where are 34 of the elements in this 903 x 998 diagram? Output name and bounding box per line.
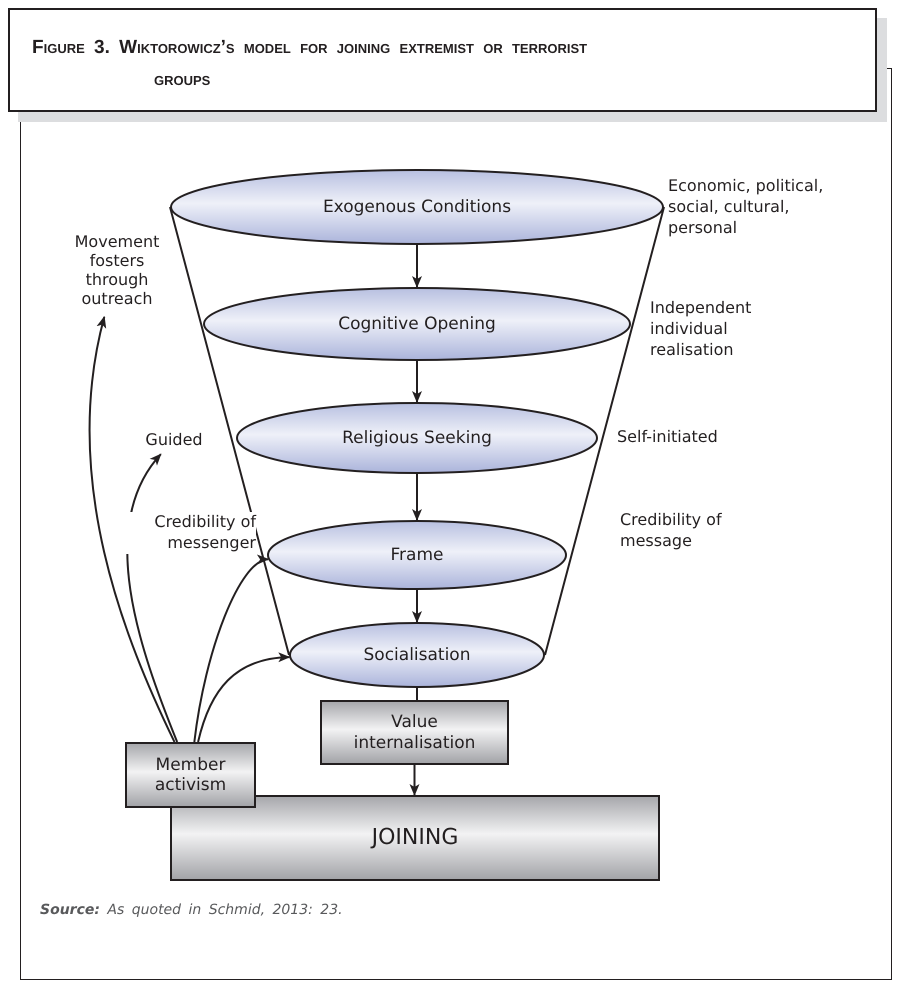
annotation-text: Self-initiated [617, 427, 719, 448]
node-label: Cognitive Opening [338, 314, 496, 334]
node-label: Member activism [154, 754, 228, 796]
arrow [197, 652, 290, 742]
arrow [412, 474, 422, 521]
ellipse-node [289, 622, 545, 688]
connector-line [416, 688, 418, 700]
annotation-text: Credibility of message [620, 510, 723, 552]
source-caption: Source: As quoted in Schmid, 2013: 23. [40, 902, 344, 918]
arrow [410, 765, 420, 796]
annotation-text: Economic, political, social, cultural, personal [668, 176, 824, 238]
ellipse-node [267, 520, 567, 590]
annotation-text: Guided [145, 430, 203, 450]
node-label: Exogenous Conditions [322, 196, 512, 218]
node-label: Frame [390, 544, 444, 566]
ellipse-node [203, 287, 631, 361]
figure-title: Figure 3. Wiktorowicz’s model for joining extremist or terrorist groups [32, 36, 588, 92]
ellipse-node [170, 169, 664, 245]
annotation-text: Independent individual realisation [650, 298, 752, 360]
arrow [412, 245, 422, 288]
node-label: JOINING [372, 824, 458, 852]
node-label: Value internalisation [352, 712, 476, 753]
arrow [412, 590, 422, 623]
arrow [193, 557, 270, 742]
arrow [412, 361, 422, 403]
ellipse-node [236, 402, 598, 474]
process-box [170, 795, 660, 881]
process-box [320, 700, 509, 765]
node-label: Religious Seeking [342, 428, 492, 448]
edge-label: Credibility of messenger [126, 512, 256, 554]
arrow [88, 316, 176, 742]
process-box [125, 742, 256, 808]
annotation-text: Movement fosters through outreach [74, 232, 160, 308]
node-label: Socialisation [364, 644, 470, 666]
